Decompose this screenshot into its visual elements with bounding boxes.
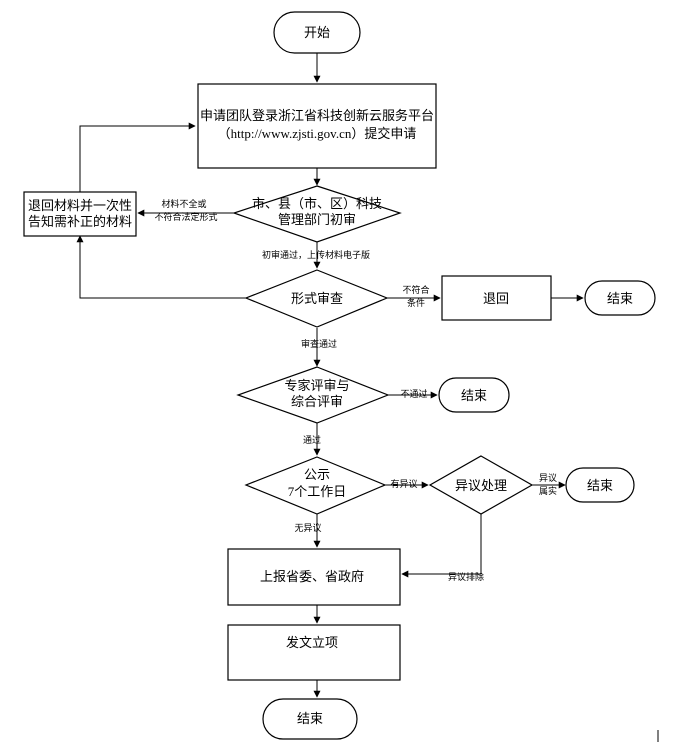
- return-label-line2: 告知需补正的材料: [28, 214, 132, 229]
- arrow-objection-to-report: [401, 514, 482, 578]
- expert-label-line2: 综合评审: [291, 394, 343, 409]
- objection-handling-diamond: [428, 455, 534, 515]
- prelim-label-line1: 市、县（市、区）科技: [252, 196, 382, 211]
- edge-label-objection-true-line1: 异议: [539, 473, 557, 483]
- edge-label-has-objection: 有异议: [390, 478, 417, 489]
- public-notice-diamond: [244, 456, 387, 515]
- start-node: [273, 11, 361, 54]
- end2-label: 结束: [461, 388, 487, 403]
- edge-label-not-qualified-line2: 条件: [407, 297, 425, 308]
- end-node-3: [565, 467, 635, 503]
- formal-review-diamond: [244, 269, 389, 328]
- end3-label: 结束: [587, 478, 613, 493]
- reject-box: [441, 275, 552, 321]
- apply-box: [197, 83, 437, 169]
- edge-label-prelim-pass: 初审通过，上传材料电子版: [262, 249, 370, 260]
- apply-label-line2: （http://www.zjsti.gov.cn）提交申请: [218, 126, 417, 141]
- edge-label-pass: 通过: [303, 434, 321, 445]
- public-label-line2: 7个工作日: [288, 484, 347, 499]
- prelim-label-line2: 管理部门初审: [278, 212, 356, 227]
- formal-label: 形式审查: [291, 291, 343, 306]
- expert-label-line1: 专家评审与: [284, 378, 349, 393]
- report-box: [227, 548, 401, 606]
- arrow-return-to-apply: [79, 122, 196, 192]
- edge-label-not-pass: 不通过: [400, 388, 427, 399]
- reject-label: 退回: [483, 291, 509, 306]
- edge-label-no-objection: 无异议: [294, 523, 321, 533]
- return-materials-box: [23, 191, 137, 237]
- expert-review-diamond: [236, 366, 390, 424]
- objection-label: 异议处理: [455, 478, 507, 493]
- end-node-4: [262, 698, 358, 740]
- edge-label-formal-pass: 审查通过: [301, 338, 337, 349]
- edge-label-incomplete-line2: 不符合法定形式: [154, 211, 217, 222]
- start-label: 开始: [304, 25, 330, 40]
- issue-box: [227, 624, 401, 681]
- apply-label-line1: 申请团队登录浙江省科技创新云服务平台: [200, 108, 434, 123]
- end-node-2: [438, 377, 510, 413]
- end1-label: 结束: [607, 291, 633, 306]
- edge-label-incomplete-line1: 材料不全或: [161, 198, 206, 209]
- arrow-formal-to-return: [76, 235, 246, 299]
- edge-label-objection-true-line2: 属实: [539, 485, 557, 496]
- end-node-1: [584, 280, 656, 316]
- prelim-review-diamond: [232, 185, 402, 243]
- end4-label: 结束: [297, 711, 323, 726]
- public-label-line1: 公示: [304, 467, 330, 482]
- report-label: 上报省委、省政府: [260, 569, 364, 584]
- edge-label-objection-cleared: 异议排除: [448, 571, 484, 582]
- return-label-line1: 退回材料并一次性: [28, 198, 132, 213]
- edge-label-not-qualified-line1: 不符合: [402, 284, 429, 295]
- issue-label: 发文立项: [286, 635, 338, 650]
